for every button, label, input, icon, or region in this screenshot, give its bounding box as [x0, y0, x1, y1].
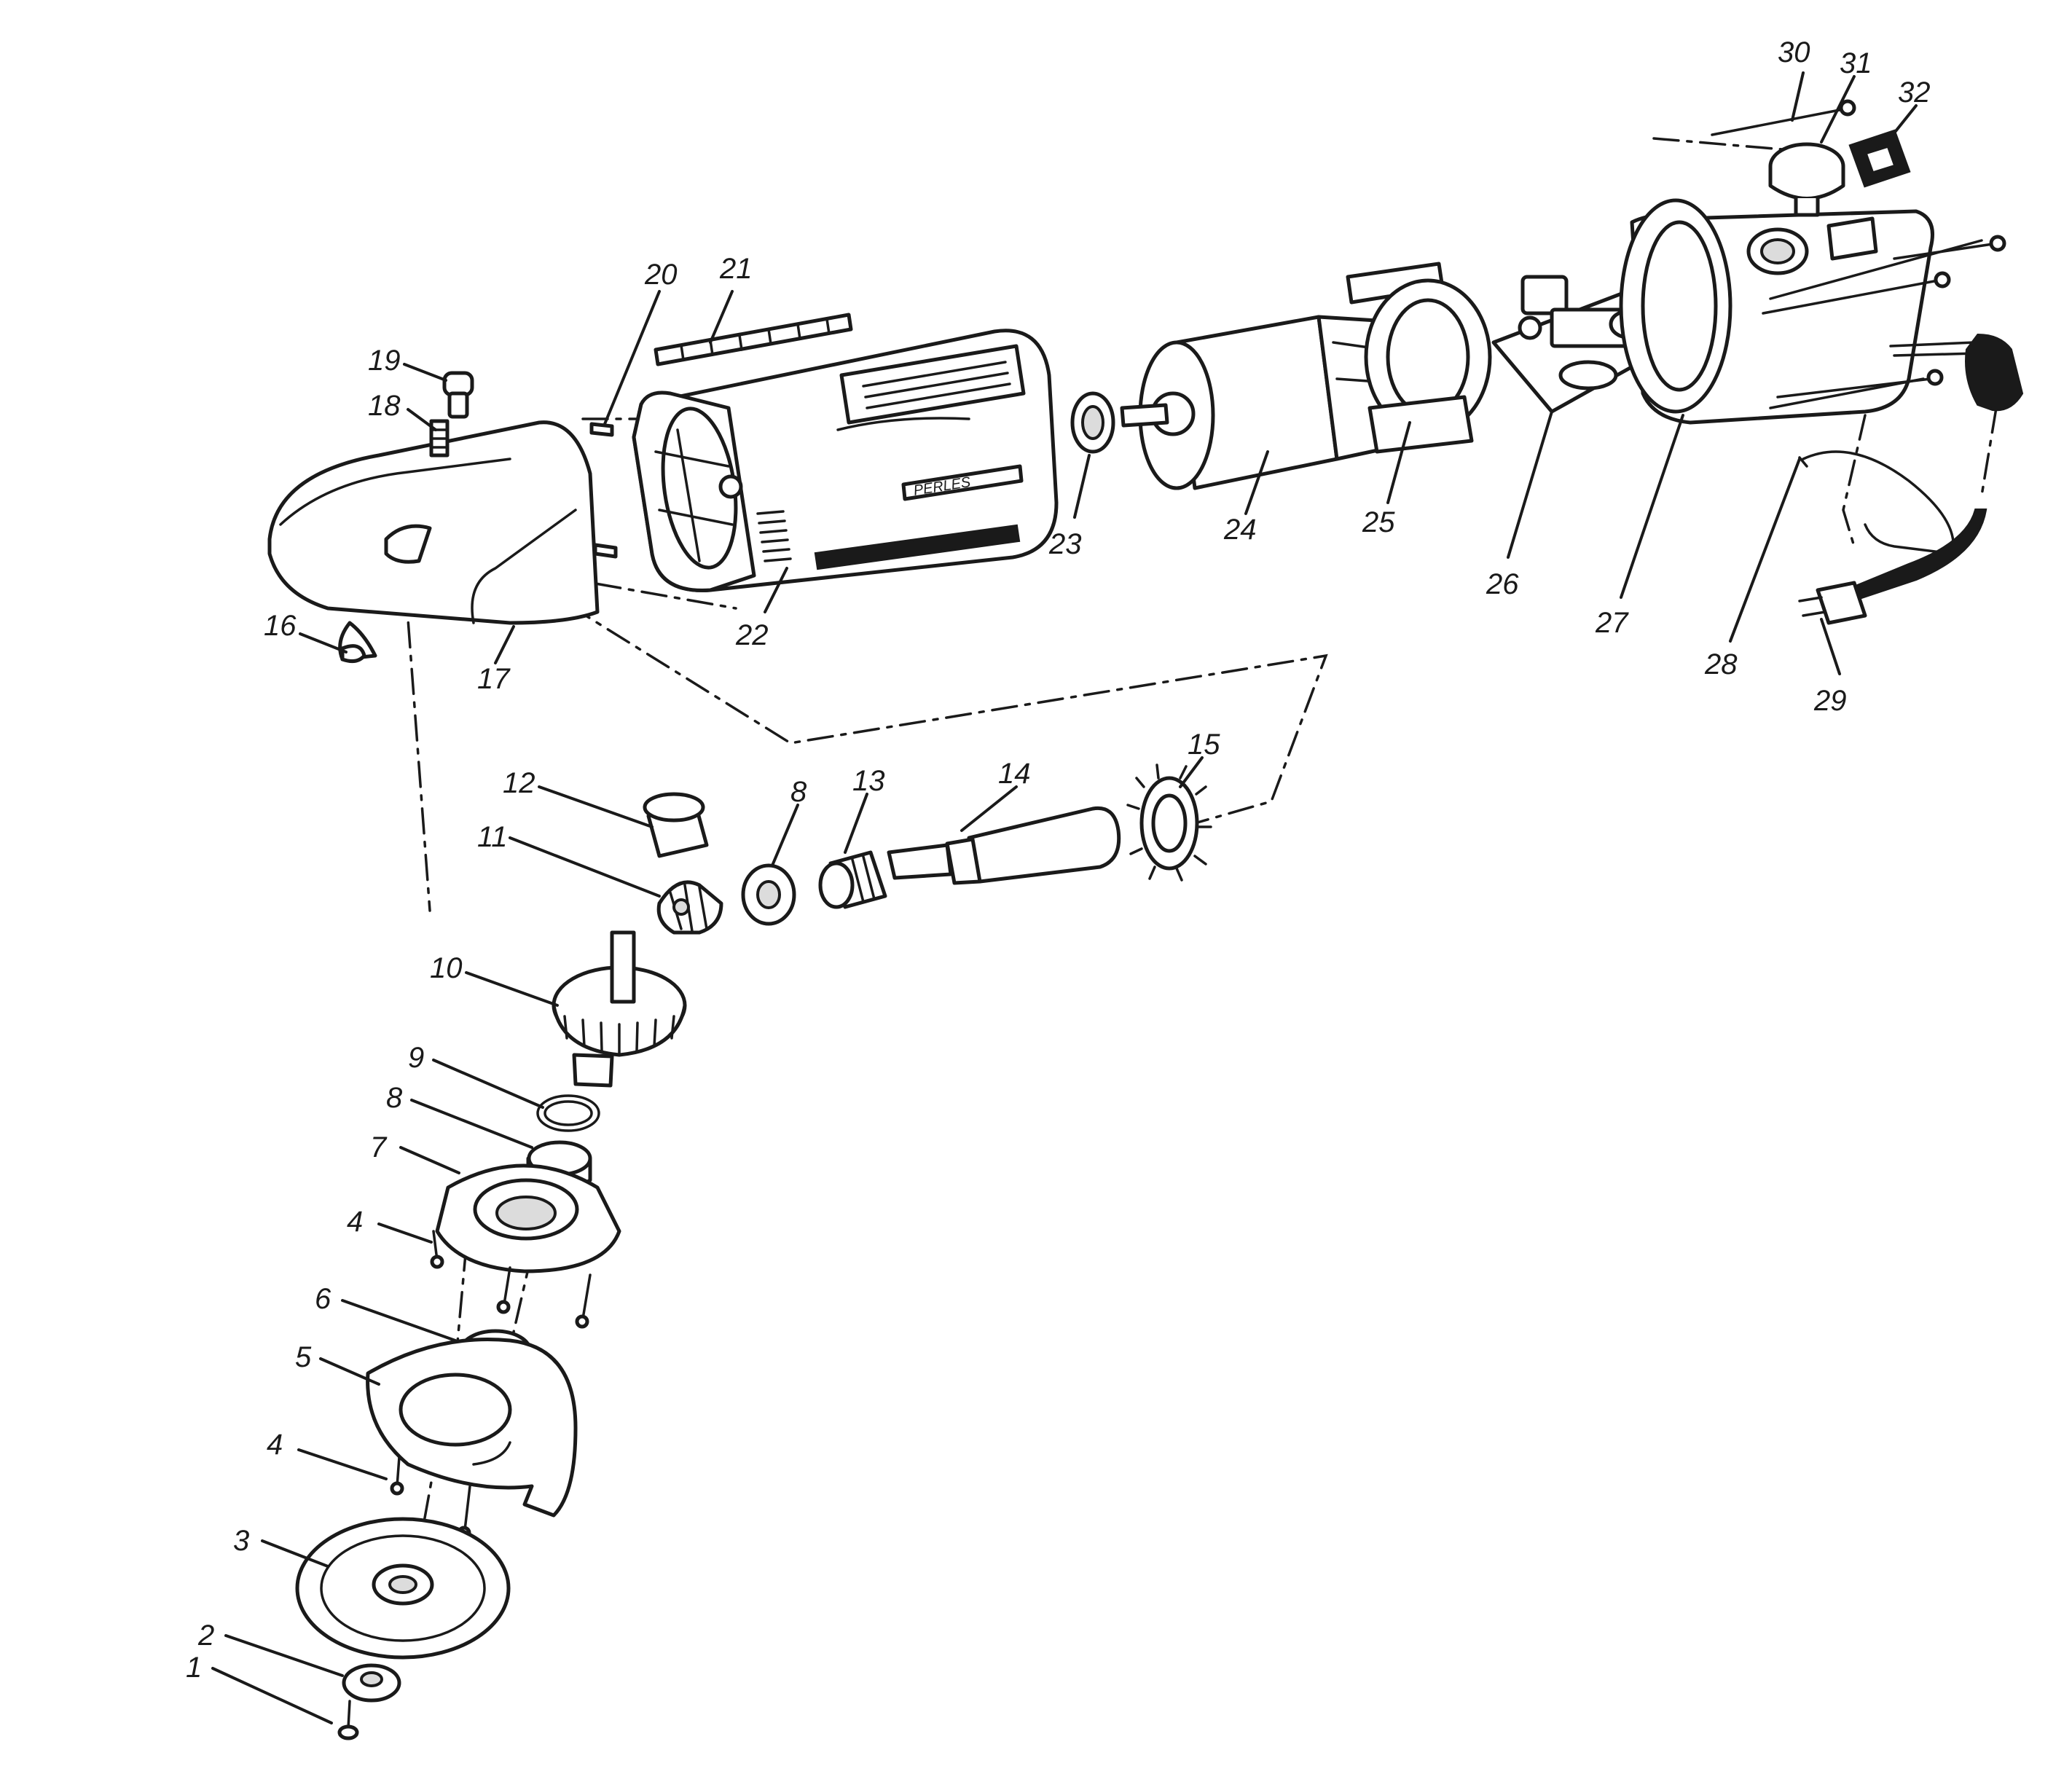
part-8-bearing-upper: [741, 863, 796, 926]
label-part-11: 11: [477, 821, 508, 853]
label-part-16: 16: [264, 610, 297, 642]
part-32-switch: [1848, 129, 1911, 188]
part-14-shaft: [887, 806, 1121, 885]
label-part-30: 30: [1778, 36, 1810, 68]
label-part-13: 13: [852, 765, 885, 797]
label-part-19: 19: [368, 345, 401, 377]
label-part-8b: 8: [790, 776, 807, 808]
part-3-grinding-disc: [295, 1517, 511, 1660]
label-part-17: 17: [477, 663, 511, 695]
label-part-32: 32: [1898, 76, 1931, 109]
part-9-circlip: [536, 1094, 600, 1132]
part-19-lock-button: [442, 371, 474, 419]
label-part-28: 28: [1704, 648, 1738, 680]
part-23-fan: [1070, 391, 1115, 454]
label-part-29: 29: [1813, 685, 1847, 717]
label-part-18: 18: [368, 390, 401, 422]
part-16-small-key: [340, 644, 366, 664]
label-part-1: 1: [186, 1652, 202, 1684]
part-18-spring: [429, 419, 450, 458]
label-part-23: 23: [1048, 528, 1082, 560]
part-7-bearing-flange: [435, 1163, 621, 1273]
label-part-4a: 4: [267, 1429, 283, 1461]
label-part-2: 2: [197, 1620, 214, 1652]
part-10-crown-gear: [552, 930, 687, 1088]
part-21-grille-strip: [654, 313, 853, 366]
label-part-4b: 4: [347, 1206, 363, 1238]
part-17-gear-head-cover: [267, 420, 600, 662]
label-part-24: 24: [1223, 514, 1257, 546]
label-part-10: 10: [430, 952, 463, 984]
label-part-14: 14: [998, 758, 1031, 790]
label-part-9: 9: [408, 1042, 424, 1074]
label-part-5: 5: [295, 1341, 312, 1373]
label-part-26: 26: [1486, 568, 1519, 600]
part-12-sleeve: [643, 792, 709, 858]
label-part-31: 31: [1840, 47, 1872, 79]
part-13-needle-bearing: [818, 850, 887, 909]
label-part-25: 25: [1362, 506, 1395, 538]
label-part-15: 15: [1188, 729, 1220, 761]
part-30-long-screws: [1711, 99, 2006, 399]
label-part-6: 6: [315, 1283, 331, 1315]
part-5-wheel-guard: [366, 1337, 578, 1518]
part-22-motor-housing: PERLES: [632, 329, 1059, 592]
part-28-cable: [1798, 450, 1955, 555]
part-15-brush-holder: [1126, 764, 1212, 882]
part-24-armature: [1120, 315, 1390, 490]
part-25-field-coil: [1346, 262, 1492, 454]
label-part-20: 20: [644, 259, 678, 291]
label-part-21: 21: [719, 253, 753, 285]
part-4-screws-upper: [430, 1230, 592, 1329]
part-31-switch-knob: [1768, 142, 1845, 217]
label-part-22: 22: [735, 619, 769, 651]
part-20-screws: [589, 422, 618, 559]
label-part-8a: 8: [386, 1082, 403, 1114]
label-part-12: 12: [503, 767, 535, 799]
part-1-screw: [337, 1700, 359, 1740]
part-29-power-plug: [1798, 333, 2024, 625]
part-2-flange-nut: [342, 1663, 401, 1703]
label-part-7: 7: [370, 1131, 388, 1163]
leader-lines: [211, 71, 1918, 1724]
label-part-3: 3: [233, 1525, 249, 1557]
part-number-labels: 1 2 3 4 5 6 4 7 8 9 10 11 12 8 13 14 15 …: [186, 36, 1931, 1684]
part-11-pinion: [656, 880, 723, 935]
part-27-handle-housing: [1619, 198, 1983, 425]
label-part-27: 27: [1595, 607, 1629, 639]
